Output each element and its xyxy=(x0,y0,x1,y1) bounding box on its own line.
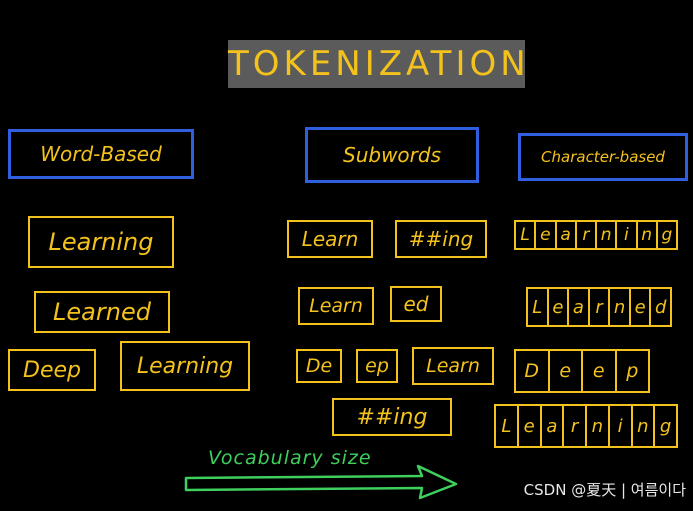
word-token-learned: Learned xyxy=(34,291,170,333)
char-cell: g xyxy=(661,225,673,245)
char-cell: n xyxy=(610,289,631,325)
char-cell: d xyxy=(655,296,667,318)
header-word-based: Word-Based xyxy=(8,129,194,179)
subword-token-learn-3: Learn xyxy=(412,347,494,385)
char-cell: i xyxy=(610,406,633,446)
char-cell: e xyxy=(549,289,570,325)
char-cell: a xyxy=(542,406,565,446)
char-cell: L xyxy=(496,406,519,446)
char-cell: a xyxy=(557,222,577,248)
subword-token-de: De xyxy=(296,349,342,383)
vocabulary-arrow-icon xyxy=(184,464,458,500)
char-cell: n xyxy=(633,406,656,446)
char-cell: i xyxy=(617,222,638,248)
word-token-learning: Learning xyxy=(28,216,174,268)
subword-token-ing: ##ing xyxy=(395,220,487,258)
char-cell: e xyxy=(519,406,542,446)
page-title: TOKENIZATION xyxy=(228,40,526,88)
subword-token-ing-2: ##ing xyxy=(332,398,452,436)
char-cell: n xyxy=(638,222,658,248)
watermark: CSDN @夏天 | 여름이다 xyxy=(523,481,686,499)
header-character-based: Character-based xyxy=(518,133,688,181)
char-cell: p xyxy=(626,360,639,382)
word-token-learning-2: Learning xyxy=(120,341,250,391)
char-cell: L xyxy=(516,222,537,248)
word-token-deep: Deep xyxy=(8,349,96,391)
char-cell: e xyxy=(583,351,617,391)
char-cell: g xyxy=(659,415,672,437)
char-tokens-deep: D e e p xyxy=(514,349,650,393)
subword-token-ep: ep xyxy=(356,349,398,383)
char-cell: r xyxy=(577,222,597,248)
header-subwords: Subwords xyxy=(305,127,479,183)
char-tokens-learning: L e a r n i n g xyxy=(514,220,678,250)
vocabulary-size-label: Vocabulary size xyxy=(208,447,372,469)
char-cell: L xyxy=(528,289,549,325)
subword-token-learn-2: Learn xyxy=(298,287,374,325)
char-cell: e xyxy=(631,289,652,325)
subword-token-learn: Learn xyxy=(287,220,373,258)
char-cell: a xyxy=(569,289,590,325)
char-tokens-learning-2: L e a r n i n g xyxy=(494,404,678,448)
char-cell: r xyxy=(564,406,587,446)
char-cell: e xyxy=(536,222,557,248)
char-cell: e xyxy=(550,351,583,391)
char-cell: n xyxy=(597,222,618,248)
char-tokens-learned: L e a r n e d xyxy=(526,287,672,327)
char-cell: r xyxy=(590,289,611,325)
char-cell: n xyxy=(587,406,610,446)
char-cell: D xyxy=(516,351,550,391)
subword-token-ed: ed xyxy=(390,286,442,322)
